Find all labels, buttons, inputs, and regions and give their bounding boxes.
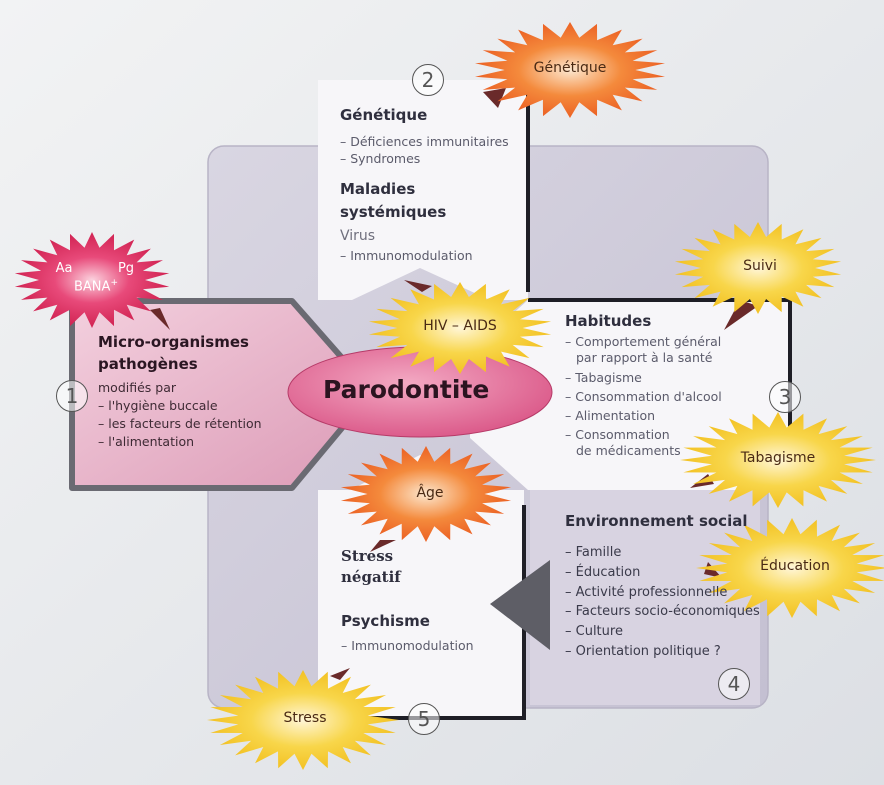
page-title: Parodontite	[323, 375, 490, 404]
environnement-item-6: – Orientation politique ?	[565, 644, 721, 659]
habitudes-item-2: – Tabagisme	[565, 370, 642, 385]
micro-heading-line1: Micro-organismes	[98, 333, 249, 351]
habitudes-item-1b: par rapport à la santé	[576, 350, 713, 365]
bana-superscript: +	[110, 278, 118, 288]
burst-genetique-label: Génétique	[533, 60, 607, 76]
box-environnement	[530, 490, 760, 705]
burst-suivi-pointer	[724, 300, 758, 330]
burst-pg-label: Pg	[117, 261, 135, 276]
environnement-item-5: – Culture	[565, 624, 623, 639]
micro-heading-line2: pathogènes	[98, 355, 198, 373]
environnement-heading: Environnement social	[565, 512, 748, 530]
burst-hiv-pointer	[404, 280, 432, 292]
burst-stress	[207, 670, 399, 770]
burst-age-pointer	[370, 540, 396, 552]
number-3: 3	[769, 381, 801, 413]
psychisme-item: – Immunomodulation	[341, 638, 474, 653]
arrow-left	[490, 560, 550, 650]
number-2: 2	[412, 64, 444, 96]
environnement-item-2: – Éducation	[565, 565, 641, 580]
burst-tabagisme	[680, 412, 876, 508]
maladies-heading-line1: Maladies	[340, 180, 416, 198]
number-5: 5	[408, 703, 440, 735]
micro-item-3: – l'alimentation	[98, 434, 195, 449]
box-genetique	[318, 80, 528, 300]
box-stress-border	[320, 505, 526, 720]
burst-education	[696, 518, 884, 618]
stress-heading-line1: Stress	[341, 547, 394, 565]
habitudes-item-4: – Alimentation	[565, 408, 656, 423]
burst-age-label: Âge	[416, 485, 444, 501]
environnement-item-1: – Famille	[565, 545, 622, 560]
psychisme-heading: Psychisme	[341, 612, 430, 630]
burst-genetique	[475, 22, 665, 118]
habitudes-heading: Habitudes	[565, 312, 652, 330]
burst-stress-pointer	[330, 668, 350, 680]
burst-bacteria	[14, 232, 170, 328]
genetique-heading: Génétique	[340, 106, 428, 124]
burst-bacteria-pointer	[150, 308, 170, 330]
burst-hiv	[368, 282, 552, 374]
micro-intro: modifiés par	[98, 380, 177, 395]
virus-item: – Immunomodulation	[340, 248, 473, 263]
number-4: 4	[718, 668, 750, 700]
maladies-heading-line2: systémiques	[340, 203, 447, 221]
burst-bana-label: BANA+	[66, 278, 126, 294]
number-1: 1	[56, 380, 88, 412]
box-micro	[69, 298, 375, 491]
micro-item-1: – l'hygiène buccale	[98, 398, 218, 413]
habitudes-item-3: – Consommation d'alcool	[565, 389, 722, 404]
stress-heading-line2: négatif	[341, 568, 401, 586]
micro-item-2: – les facteurs de rétention	[98, 416, 262, 431]
bana-text: BANA	[74, 279, 111, 295]
genetique-item-1: – Déficiences immunitaires	[340, 134, 509, 149]
burst-genetique-pointer	[483, 88, 506, 108]
burst-age	[340, 446, 512, 542]
burst-hiv-label: HIV – AIDS	[423, 318, 497, 334]
burst-education-label: Éducation	[760, 558, 830, 574]
virus-label: Virus	[340, 228, 376, 244]
genetique-item-2: – Syndromes	[340, 151, 421, 166]
habitudes-item-1: – Comportement général	[565, 334, 722, 349]
environnement-item-3: – Activité professionnelle	[565, 585, 728, 600]
habitudes-item-5b: de médicaments	[576, 443, 681, 458]
burst-suivi-label: Suivi	[743, 258, 777, 274]
burst-stress-label: Stress	[283, 710, 327, 726]
burst-tabagisme-label: Tabagisme	[740, 450, 816, 466]
habitudes-item-5: – Consommation	[565, 427, 670, 442]
environnement-item-4: – Facteurs socio-économiques	[565, 604, 760, 619]
bursts	[14, 22, 884, 770]
burst-suivi	[674, 222, 842, 314]
burst-aa-label: Aa	[55, 261, 73, 276]
